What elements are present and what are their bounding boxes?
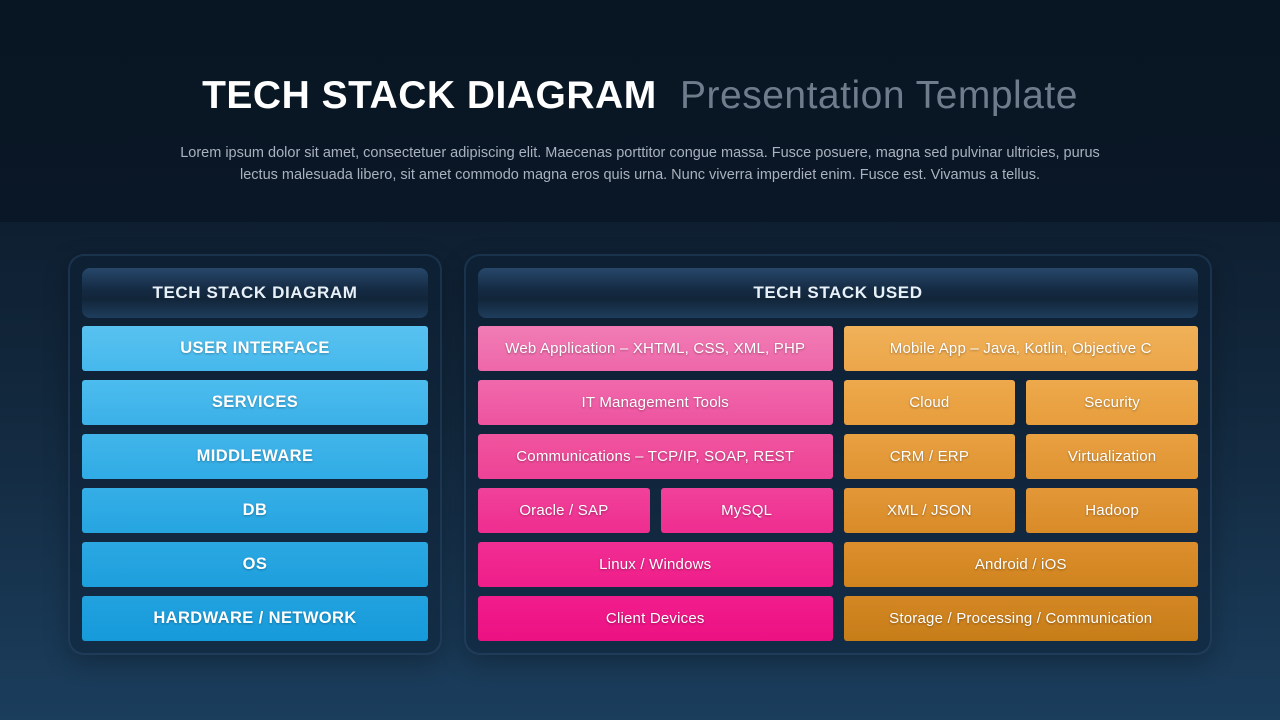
left-panel-header: TECH STACK DIAGRAM [82,268,428,318]
tech-item-android-ios[interactable]: Android / iOS [843,542,1198,587]
tech-item-linux-windows[interactable]: Linux / Windows [478,542,833,587]
tech-item-security[interactable]: Security [1026,380,1198,425]
page-title-sub: Presentation Template [680,74,1078,117]
stack-layer-services[interactable]: SERVICES [82,380,428,425]
left-stack-column: USER INTERFACE SERVICES MIDDLEWARE DB OS… [82,326,428,641]
tech-item-mobile-app[interactable]: Mobile App – Java, Kotlin, Objective C [843,326,1198,371]
tech-item-cloud[interactable]: Cloud [843,380,1016,425]
stack-layer-os[interactable]: OS [82,542,428,587]
tech-stack-diagram-panel: TECH STACK DIAGRAM USER INTERFACE SERVIC… [68,254,442,655]
tech-item-web-application[interactable]: Web Application – XHTML, CSS, XML, PHP [478,326,833,371]
stack-layer-db[interactable]: DB [82,488,428,533]
stack-layer-user-interface[interactable]: USER INTERFACE [82,326,428,371]
page-subtitle: Lorem ipsum dolor sit amet, consectetuer… [0,142,1280,186]
right-panel-header: TECH STACK USED [478,268,1198,318]
page-title-main: TECH STACK DIAGRAM [202,74,657,117]
tech-item-communications[interactable]: Communications – TCP/IP, SOAP, REST [478,434,833,479]
stack-layer-middleware[interactable]: MIDDLEWARE [82,434,428,479]
tech-item-client-devices[interactable]: Client Devices [478,596,833,641]
tech-item-virtualization[interactable]: Virtualization [1026,434,1198,479]
tech-item-mysql[interactable]: MySQL [660,488,833,533]
tech-item-it-management[interactable]: IT Management Tools [478,380,833,425]
tech-item-hadoop[interactable]: Hadoop [1026,488,1198,533]
tech-item-crm-erp[interactable]: CRM / ERP [843,434,1016,479]
tech-stack-used-panel: TECH STACK USED Web Application – XHTML,… [464,254,1212,655]
subtitle-line-2: lectus malesuada libero, sit amet commod… [240,167,1040,183]
tech-item-xml-json[interactable]: XML / JSON [843,488,1016,533]
page-title: TECH STACK DIAGRAM Presentation Template [0,74,1280,118]
stack-layer-hardware-network[interactable]: HARDWARE / NETWORK [82,596,428,641]
tech-item-storage-processing-communication[interactable]: Storage / Processing / Communication [843,596,1198,641]
tech-item-oracle-sap[interactable]: Oracle / SAP [478,488,650,533]
tech-stack-grid: Web Application – XHTML, CSS, XML, PHP M… [478,326,1198,641]
subtitle-line-1: Lorem ipsum dolor sit amet, consectetuer… [180,145,1100,161]
